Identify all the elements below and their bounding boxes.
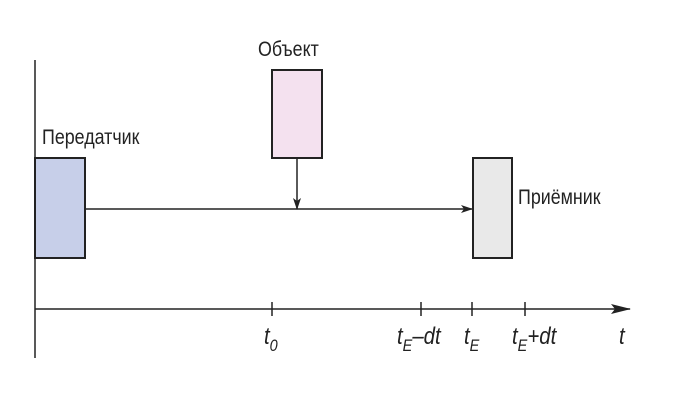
receiver-box: [472, 157, 513, 259]
transmitter-box: [34, 157, 86, 259]
tick-label-t0: t0: [264, 323, 278, 355]
tick-label-tE-minus-dt: tE–dt: [397, 323, 441, 355]
axis-variable-label: t: [619, 323, 625, 350]
transmitter-label: Передатчик: [42, 126, 140, 149]
tick-label-tE: tE: [464, 323, 480, 355]
tick-label-tE-plus-dt: tE+dt: [512, 323, 557, 355]
receiver-label: Приёмник: [518, 186, 601, 209]
object-label: Объект: [258, 38, 319, 61]
object-box: [271, 69, 323, 159]
